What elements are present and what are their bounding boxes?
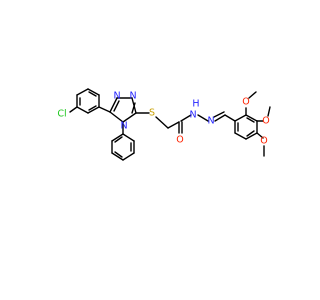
- trimethoxyphenyl-ring: [234, 114, 258, 140]
- imine-n-label: N: [207, 116, 214, 127]
- molecule-drawing: Cl N N N S O H N N O O O: [57, 88, 271, 161]
- triazole-n4-label: N: [120, 121, 127, 132]
- hydrazide-n-label: N: [189, 110, 196, 121]
- phenyl-ring: [111, 133, 135, 161]
- hydrazide-h-label: H: [192, 99, 199, 110]
- triazole-ring: [109, 97, 137, 123]
- structure-diagram: Cl N N N S O H N N O O O: [57, 88, 271, 161]
- side-chain: [135, 111, 236, 134]
- c-cl-bond: [69, 106, 78, 113]
- methoxy-oxygen-3-label: O: [260, 136, 267, 147]
- methoxy-groups: [245, 91, 271, 157]
- aryl-triazole-bond: [98, 106, 111, 113]
- methoxy-oxygen-1-label: O: [242, 97, 249, 108]
- chlorophenyl-ring: [76, 88, 100, 114]
- triazole-n2-label: N: [129, 91, 136, 102]
- triazole-n1-label: N: [113, 91, 120, 102]
- methoxy-oxygen-2-label: O: [262, 116, 269, 127]
- chlorine-atom-label: Cl: [57, 109, 66, 120]
- sulfur-atom-label: S: [149, 108, 155, 119]
- carbonyl-oxygen-label: O: [176, 135, 183, 146]
